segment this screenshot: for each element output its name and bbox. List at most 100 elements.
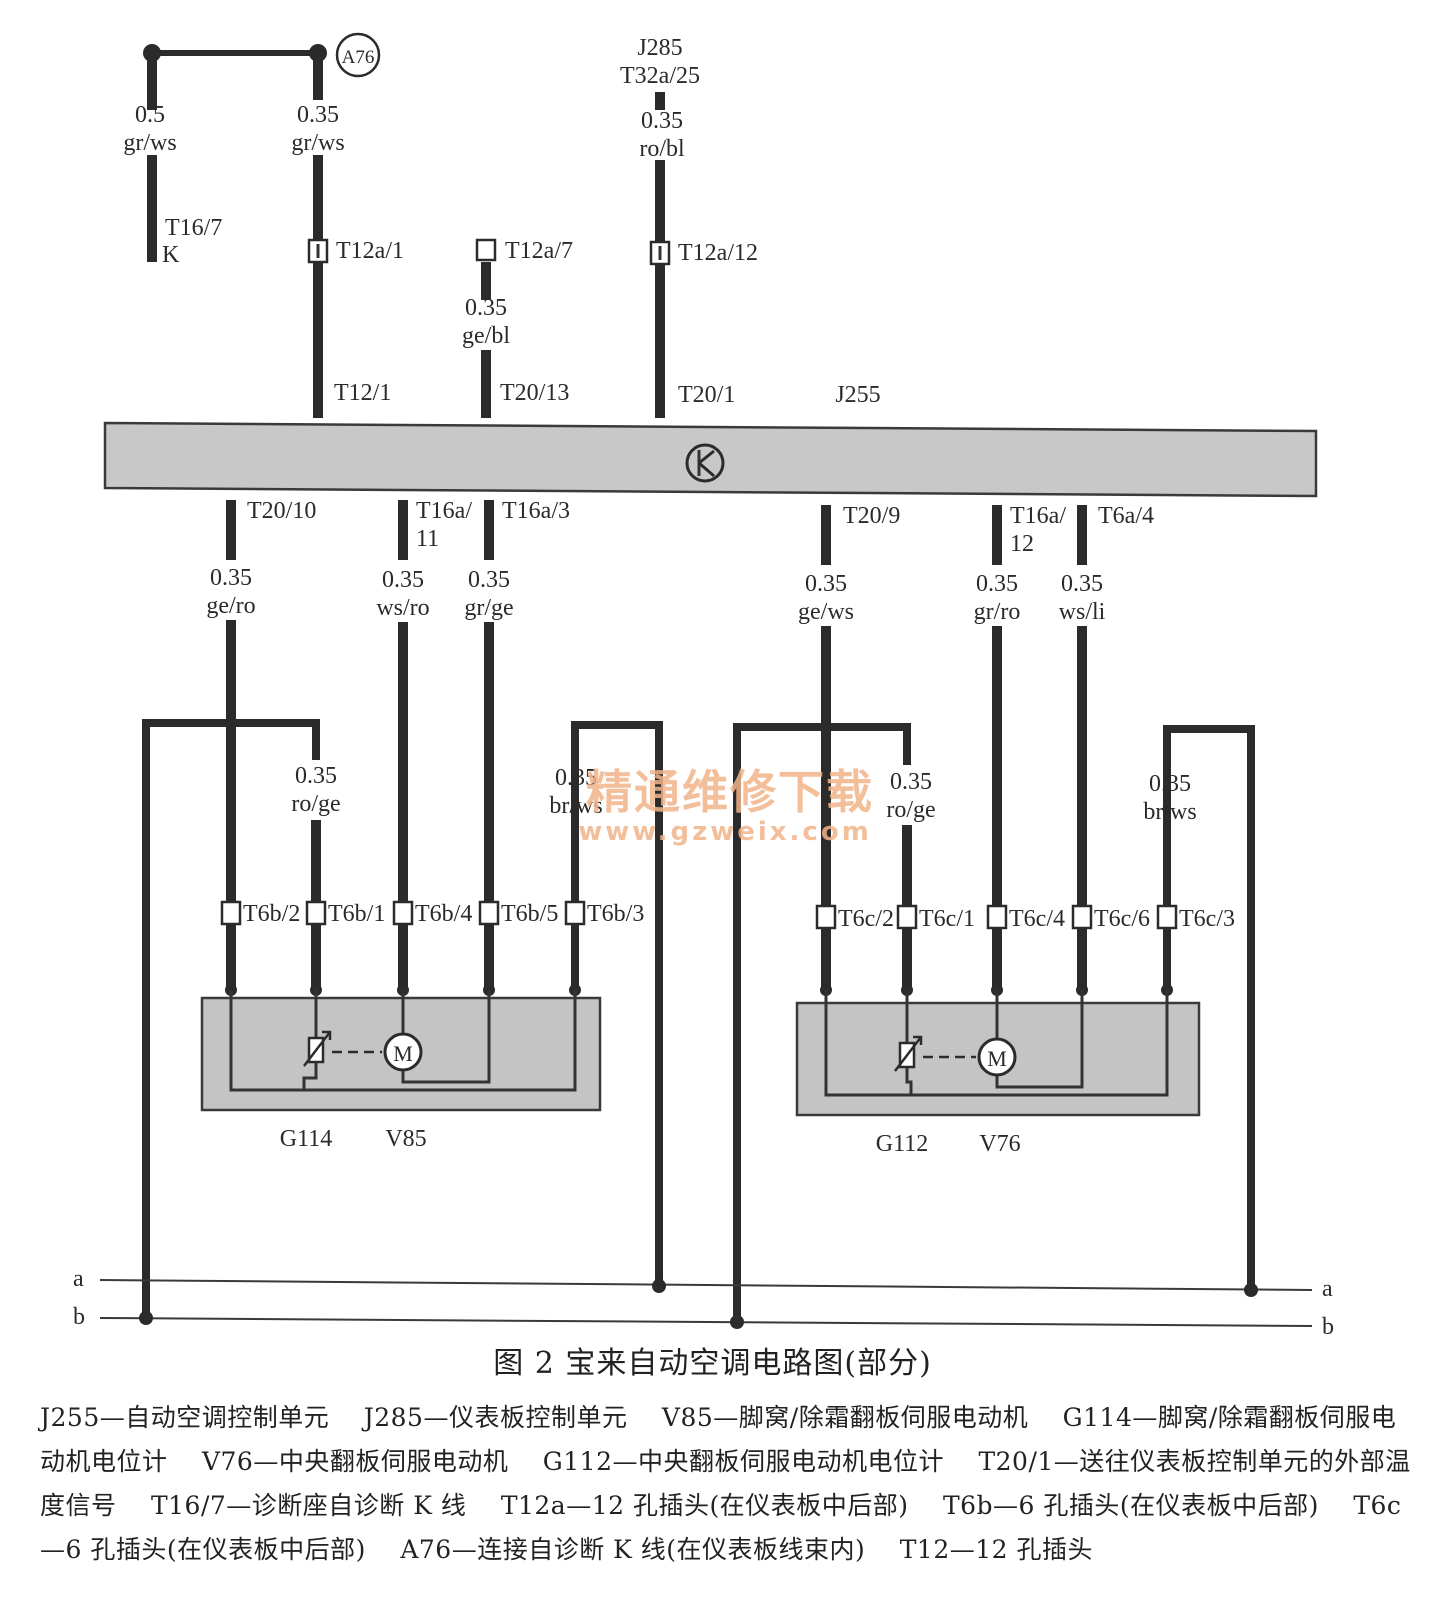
bpin1-color: ge/ro — [206, 593, 255, 619]
circuit-diagram: A76 0.5 gr/ws T16/7 K 0.35 gr/ws T12a/1 … — [73, 32, 1334, 1335]
internal-wire — [905, 1065, 913, 1095]
bpin6-size: 0.35 — [1061, 571, 1103, 597]
bus-line-a — [99, 1279, 1313, 1291]
internal-wire — [995, 990, 1084, 1089]
left-pin-3: T6b/4 — [415, 901, 472, 927]
connector-pin-icon — [305, 900, 327, 926]
connector-pin-icon — [564, 900, 586, 926]
legend-item: V76—中央翻板伺服电动机 — [201, 1447, 509, 1476]
right-ground-frame-b — [733, 723, 911, 1322]
figure-title: 图 2 宝来自动空调电路图(部分) — [493, 1346, 932, 1381]
bpin2-label-b: 11 — [416, 526, 439, 552]
bpin6-color: ws/li — [1059, 599, 1106, 625]
internal-wire — [401, 990, 491, 1084]
connector-pin-icon — [1071, 904, 1093, 930]
motor-icon — [977, 1037, 1017, 1077]
wire1-color: gr/ws — [123, 130, 176, 156]
legend-item: V85—脚窝/除霜翻板伺服电动机 — [661, 1403, 1029, 1432]
legend-item: T6c—6 孔插头(在仪表板中后部) — [40, 1491, 1402, 1564]
control-unit-j255 — [103, 421, 1318, 498]
wire4-pin: T12a/12 — [678, 240, 758, 266]
connector-pin-icon — [1156, 904, 1178, 930]
right-wire-a-size: 0.35 — [890, 769, 932, 795]
bus-line-b — [99, 1317, 1313, 1327]
connector-pin-icon — [986, 904, 1008, 930]
bpin3-label: T16a/3 — [502, 498, 570, 524]
left-pin-2: T6b/1 — [328, 901, 385, 927]
a76-label: A76 — [342, 47, 375, 68]
legend-item: T12a—12 孔插头(在仪表板中后部) — [500, 1491, 909, 1520]
bpin5-size: 0.35 — [976, 571, 1018, 597]
wire2-color: gr/ws — [291, 130, 344, 156]
right-wire-b-size: 0.35 — [1149, 771, 1191, 797]
wire2-size: 0.35 — [297, 102, 339, 128]
bus-b-label-right: b — [1322, 1314, 1334, 1335]
right-pin-4: T6c/6 — [1094, 906, 1150, 932]
right-wire-b-color: br/ws — [1143, 799, 1196, 825]
wire3-color: ge/bl — [462, 323, 510, 349]
legend-item: A76—连接自诊断 K 线(在仪表板线束内) — [400, 1535, 866, 1564]
right-connector-row — [815, 904, 1178, 930]
connector-socket-icon — [475, 238, 497, 262]
bpin1-size: 0.35 — [210, 565, 252, 591]
right-ground-frame-a — [1163, 725, 1255, 1290]
wire3-size: 0.35 — [465, 295, 507, 321]
junction-dot — [730, 1315, 744, 1329]
component-g114: G114 — [280, 1126, 332, 1152]
bpin2-color: ws/ro — [376, 595, 429, 621]
left-pin-1: T6b/2 — [243, 901, 300, 927]
connector-pin-icon — [896, 904, 918, 930]
control-unit-symbol-icon — [685, 443, 725, 483]
wire4-jpin: T20/1 — [678, 382, 735, 408]
bpin2-size: 0.35 — [382, 567, 424, 593]
connector-pin-icon — [478, 900, 500, 926]
right-pin-3: T6c/4 — [1009, 906, 1065, 932]
internal-wire — [229, 990, 577, 1092]
legend-item: G114—脚窝/除霜翻板伺服电动机电位计 — [40, 1403, 1397, 1476]
connector-pin-icon — [220, 900, 242, 926]
bus-a-label-left: a — [73, 1266, 84, 1292]
wire2-pin: T12a/1 — [336, 238, 404, 264]
right-pin-5: T6c/3 — [1179, 906, 1235, 932]
junction-dot — [1244, 1283, 1258, 1297]
legend-item: T20/1—送往仪表板控制单元的外部温度信号 — [40, 1447, 1411, 1520]
legend-item: T6b—6 孔插头(在仪表板中后部) — [942, 1491, 1319, 1520]
bpin6-label: T6a/4 — [1098, 503, 1154, 529]
bpin2-label: T16a/ — [416, 498, 472, 524]
wire1-terminal: T16/7 — [165, 215, 222, 241]
wire1-terminal-k: K — [162, 242, 180, 268]
internal-wire — [824, 990, 1169, 1097]
watermark-url: www.gzweix.com — [578, 817, 872, 847]
motor-symbol-m: M — [393, 1041, 413, 1066]
bpin4-color: ge/ws — [798, 599, 854, 625]
bus-b-label-left: b — [73, 1304, 85, 1330]
figure-caption: 图 2 宝来自动空调电路图(部分) J255—自动空调控制单元 J285—仪表板… — [0, 1338, 1445, 1572]
legend-item: T16/7—诊断座自诊断 K 线 — [150, 1491, 467, 1520]
a76-connector-symbol — [335, 32, 381, 78]
bpin5-label-b: 12 — [1010, 531, 1034, 557]
bpin5-color: gr/ro — [974, 599, 1021, 625]
bpin1-label: T20/10 — [247, 498, 316, 524]
potentiometer-arrow-icon — [303, 1030, 332, 1067]
right-pin-1: T6c/2 — [838, 906, 894, 932]
watermark-cn: 精通维修下载 — [586, 765, 874, 819]
internal-wire — [302, 1060, 318, 1090]
left-ground-frame-a — [571, 721, 663, 1286]
symbol-stroke — [698, 449, 715, 478]
potentiometer-arrow-icon — [894, 1035, 923, 1072]
left-wire-b-color: br/ws — [549, 793, 602, 819]
legend-item: J255—自动空调控制单元 — [40, 1403, 330, 1432]
left-wire-a-size: 0.35 — [295, 763, 337, 789]
bus-a-label-right: a — [1322, 1276, 1333, 1302]
junction-dot — [139, 1311, 153, 1325]
source-j285: J285 — [637, 35, 682, 61]
connector-pin-icon — [815, 904, 837, 930]
right-wire-a-color: ro/ge — [886, 797, 935, 823]
bpin3-size: 0.35 — [468, 567, 510, 593]
legend-item: J285—仪表板控制单元 — [363, 1403, 628, 1432]
component-g112: G112 — [876, 1131, 928, 1157]
connector-pin-icon — [392, 900, 414, 926]
bpin4-label: T20/9 — [843, 503, 900, 529]
right-internal-wiring — [820, 984, 1173, 1097]
wire1-size: 0.5 — [135, 102, 165, 128]
